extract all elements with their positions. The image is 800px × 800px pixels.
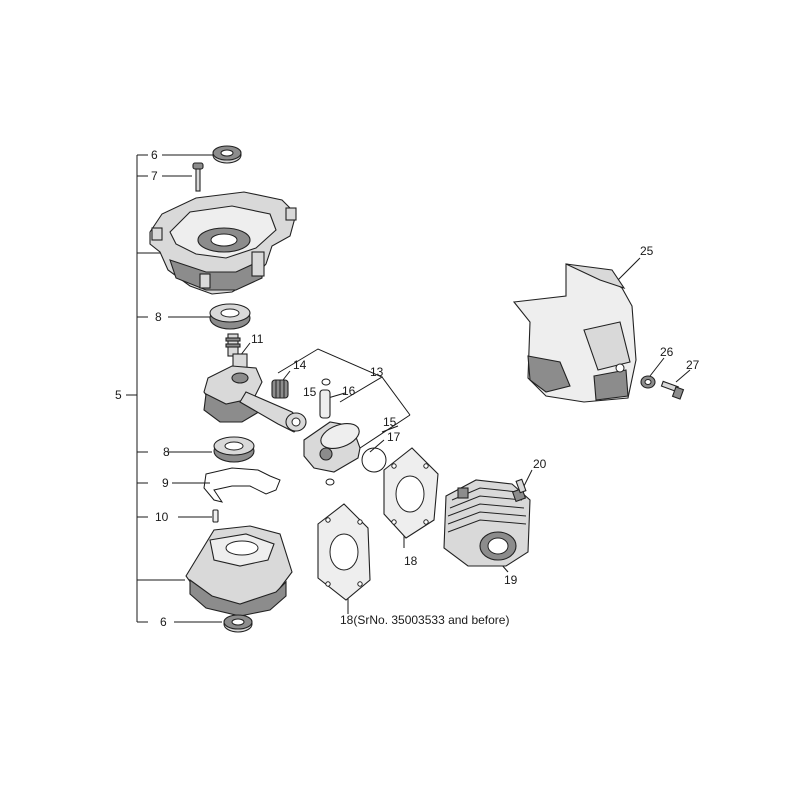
cylinder-gasket — [383, 447, 439, 539]
crankshaft — [203, 333, 307, 433]
bolt — [660, 380, 685, 400]
oil-seal-bottom — [223, 614, 253, 633]
callout-17: 17 — [387, 430, 401, 444]
callout-16: 16 — [342, 384, 356, 398]
piston — [303, 421, 361, 473]
callout-8-bottom: 8 — [163, 445, 170, 459]
crankcase-lower — [185, 525, 293, 617]
piston-circlip-lower — [325, 478, 335, 486]
crankcase-upper — [149, 191, 297, 295]
bearing-upper — [209, 303, 251, 330]
piston-ring — [361, 447, 387, 473]
callout-7: 7 — [151, 169, 158, 183]
callout-6-top: 6 — [151, 148, 158, 162]
callout-8-top: 8 — [155, 310, 162, 324]
cylinder-gasket-old — [317, 503, 371, 601]
callout-10: 10 — [155, 510, 169, 524]
dowel-pin — [212, 509, 219, 523]
callout-11: 11 — [251, 332, 264, 346]
cylinder — [443, 479, 531, 567]
piston-pin — [319, 389, 331, 419]
callout-26: 26 — [660, 345, 674, 359]
callout-18-old: 18(SrNo. 35003533 and before) — [340, 613, 509, 627]
callout-9: 9 — [162, 476, 169, 490]
callout-13: 13 — [370, 365, 384, 379]
callout-20: 20 — [533, 457, 547, 471]
collar — [640, 375, 656, 389]
callout-5: 5 — [115, 388, 122, 402]
callout-6-bottom: 6 — [160, 615, 167, 629]
callout-14: 14 — [293, 358, 307, 372]
callout-27: 27 — [686, 358, 700, 372]
callout-19: 19 — [504, 573, 518, 587]
leader-lines — [162, 154, 691, 623]
callout-15-lower: 15 — [383, 415, 397, 429]
spark-plug — [511, 478, 527, 503]
bearing-lower — [213, 436, 255, 463]
callout-25: 25 — [640, 244, 654, 258]
oil-seal-top — [212, 145, 242, 164]
callout-labels: 5 6 7 8 11 8 9 10 6 14 13 15 16 15 17 18… — [115, 148, 700, 629]
assembly-5-bracket — [126, 154, 185, 623]
piston-circlip-upper — [321, 378, 331, 386]
needle-bearing — [271, 379, 289, 399]
crankcase-gasket — [203, 467, 281, 503]
callout-15-upper: 15 — [303, 385, 317, 399]
cylinder-cover — [512, 263, 637, 403]
screw-7 — [192, 162, 204, 192]
callout-18: 18 — [404, 554, 418, 568]
